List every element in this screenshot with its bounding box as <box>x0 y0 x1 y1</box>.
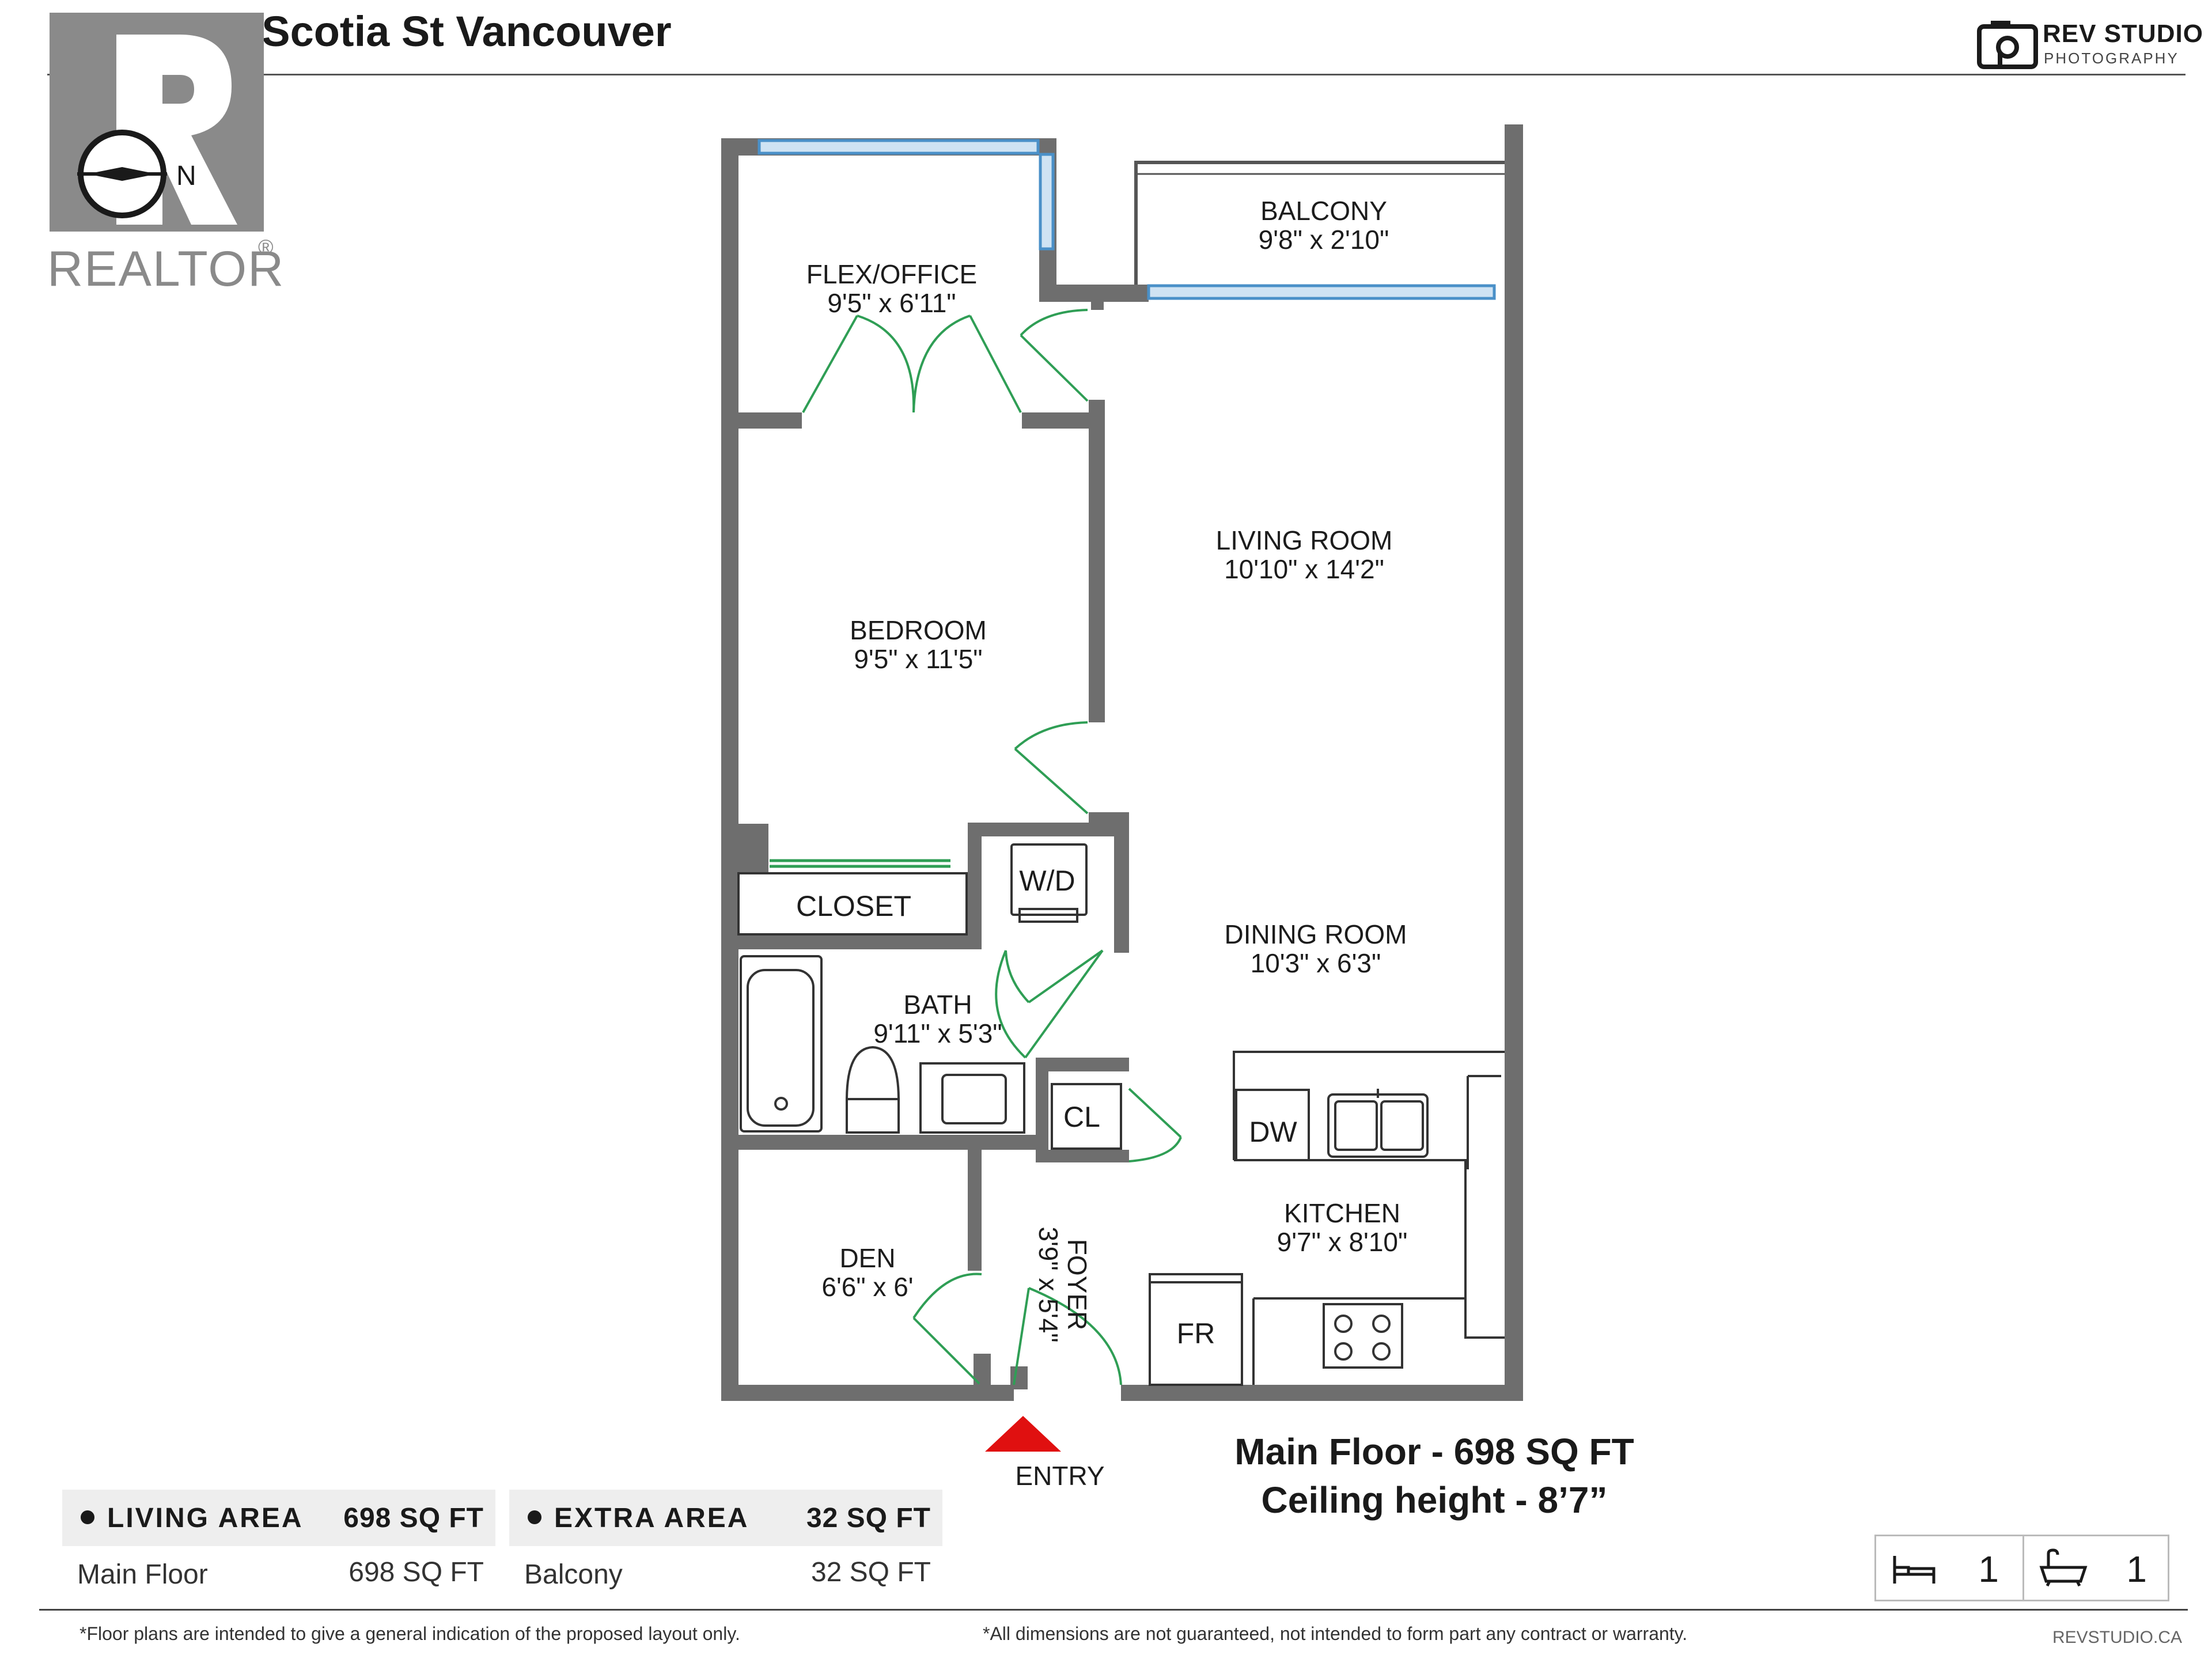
realtor-wordmark: REALTOR <box>47 241 285 297</box>
balcony-name: BALCONY <box>1260 196 1387 226</box>
balcony-outline <box>1134 161 1505 285</box>
living-area-table: LIVING AREA 698 SQ FT Main Floor 698 SQ … <box>62 1490 495 1593</box>
extra-area-total: 32 SQ FT <box>806 1503 931 1533</box>
floor-summary: Main Floor - 698 SQ FT Ceiling height - … <box>1175 1427 1694 1524</box>
ceiling-height: Ceiling height - 8’7” <box>1261 1479 1608 1521</box>
flex-name: FLEX/OFFICE <box>806 259 977 289</box>
fridge-label: FR <box>1177 1317 1215 1350</box>
living-name: LIVING ROOM <box>1216 525 1393 555</box>
den-name: DEN <box>839 1243 895 1273</box>
living-dims: 10'10" x 14'2" <box>1224 554 1384 584</box>
living-area-total: 698 SQ FT <box>343 1503 484 1533</box>
den-dims: 6'6" x 6' <box>821 1272 913 1302</box>
realtor-logo-icon <box>50 13 264 232</box>
brand-url: REVSTUDIO.CA <box>2052 1628 2182 1647</box>
disclaimer-left: *Floor plans are intended to give a gene… <box>79 1623 740 1644</box>
closet-label: CLOSET <box>796 890 911 922</box>
dining-dims: 10'3" x 6'3" <box>1251 948 1381 978</box>
row-value: 698 SQ FT <box>349 1557 484 1588</box>
footer-divider <box>39 1609 2188 1611</box>
bedroom-dims: 9'5" x 11'5" <box>854 644 982 674</box>
bathtub-icon <box>2039 1548 2088 1587</box>
row-name: Balcony <box>524 1559 623 1590</box>
main-floor-total: Main Floor - 698 SQ FT <box>1234 1431 1634 1472</box>
rev-studio-logo: REV STUDIO PHOTOGRAPHY <box>1976 17 2203 69</box>
living-area-header: LIVING AREA 698 SQ FT <box>62 1490 495 1546</box>
row-value: 32 SQ FT <box>810 1557 931 1588</box>
kitchen-dims: 9'7" x 8'10" <box>1277 1227 1408 1257</box>
header-divider <box>47 74 2186 75</box>
bed-icon <box>1893 1556 1936 1584</box>
balcony-dims: 9'8" x 2'10" <box>1259 225 1389 255</box>
brand-name: REV STUDIO <box>2043 20 2203 48</box>
bathroom-count: 1 <box>2024 1536 2170 1600</box>
room-counts: 1 1 <box>1874 1535 2169 1601</box>
realtor-watermark: N REALTOR ® <box>47 12 289 297</box>
brand-subtitle: PHOTOGRAPHY <box>2044 50 2179 67</box>
kitchen-name: KITCHEN <box>1284 1198 1400 1228</box>
closet-slider <box>770 859 950 868</box>
extra-area-header: EXTRA AREA 32 SQ FT <box>509 1490 942 1546</box>
bedroom-count-value: 1 <box>1978 1548 1999 1590</box>
disclaimer-right: *All dimensions are not guaranteed, not … <box>983 1623 1688 1644</box>
compass-north-label: N <box>176 161 196 191</box>
foyer-dims: 3'9" x 5'4" <box>1033 1226 1063 1342</box>
row-name: Main Floor <box>77 1559 208 1590</box>
dining-name: DINING ROOM <box>1225 919 1407 949</box>
doors <box>802 309 1182 1385</box>
count-divider <box>2022 1536 2024 1600</box>
dishwasher-label: DW <box>1249 1116 1297 1148</box>
realtor-registered-mark: ® <box>258 235 274 259</box>
washer-dryer-label: W/D <box>1019 865 1075 897</box>
bathroom-count-value: 1 <box>2126 1548 2147 1590</box>
flex-dims: 9'5" x 6'11" <box>827 288 956 318</box>
bath-dims: 9'11" x 5'3" <box>873 1018 1002 1048</box>
linen-closet-label: CL <box>1063 1101 1100 1133</box>
bedroom-name: BEDROOM <box>850 615 987 645</box>
entry-arrow-icon <box>985 1416 1061 1452</box>
living-area-label: LIVING AREA <box>107 1503 304 1533</box>
extra-area-label: EXTRA AREA <box>554 1503 749 1533</box>
foyer-name: FOYER <box>1062 1239 1092 1330</box>
entry-label: ENTRY <box>1015 1461 1104 1491</box>
bath-name: BATH <box>903 990 972 1020</box>
bullet-icon <box>81 1510 94 1524</box>
bedroom-count: 1 <box>1876 1536 2022 1600</box>
fixtures-outlines <box>737 843 1505 1386</box>
extra-area-table: EXTRA AREA 32 SQ FT Balcony 32 SQ FT <box>509 1490 942 1593</box>
bullet-icon <box>528 1510 541 1524</box>
camera-icon <box>1977 21 2038 69</box>
windows <box>757 139 1496 300</box>
